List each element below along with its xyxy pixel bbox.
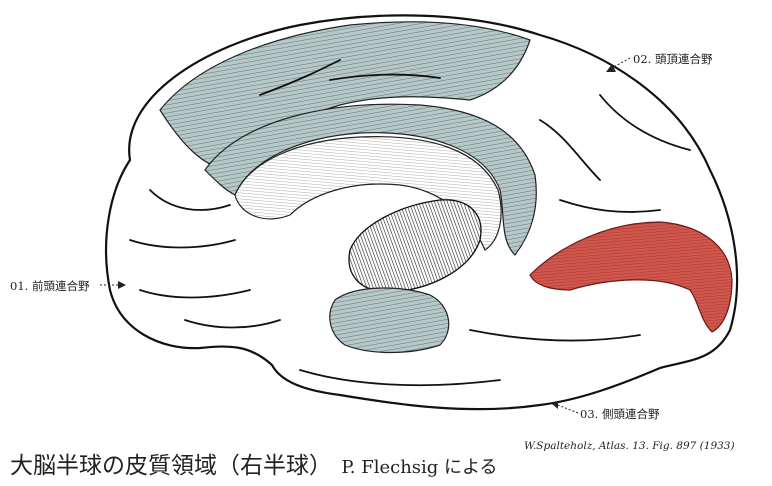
leader-temporal: [557, 404, 579, 414]
frontal-association-label: 01. 前頭連合野: [10, 279, 90, 293]
temporal-association-label: 03. 側頭連合野: [580, 407, 660, 421]
leader-lines: [100, 57, 631, 414]
arrow-frontal-icon: [118, 281, 126, 289]
temporal-association-highlight: [529, 221, 733, 333]
source-citation: W.Spalteholz, Atlas. 13. Fig. 897 (1933): [524, 440, 735, 452]
corpus-callosum: [234, 136, 502, 251]
arrow-temporal-icon: [552, 401, 558, 409]
cingulate-area: [204, 103, 537, 256]
arrow-parietal-icon: [606, 64, 616, 72]
leader-parietal: [611, 57, 631, 69]
parahippocampal-area: [329, 287, 450, 354]
parietal-association-label: 02. 頭頂連合野: [633, 52, 713, 66]
sulci-lines: [129, 59, 691, 387]
caption-title: 大脳半球の皮質領域（右半球）: [10, 453, 332, 479]
caption-author: P. Flechsig による: [341, 457, 498, 478]
caption: 大脳半球の皮質領域（右半球） P. Flechsig による: [10, 446, 498, 480]
